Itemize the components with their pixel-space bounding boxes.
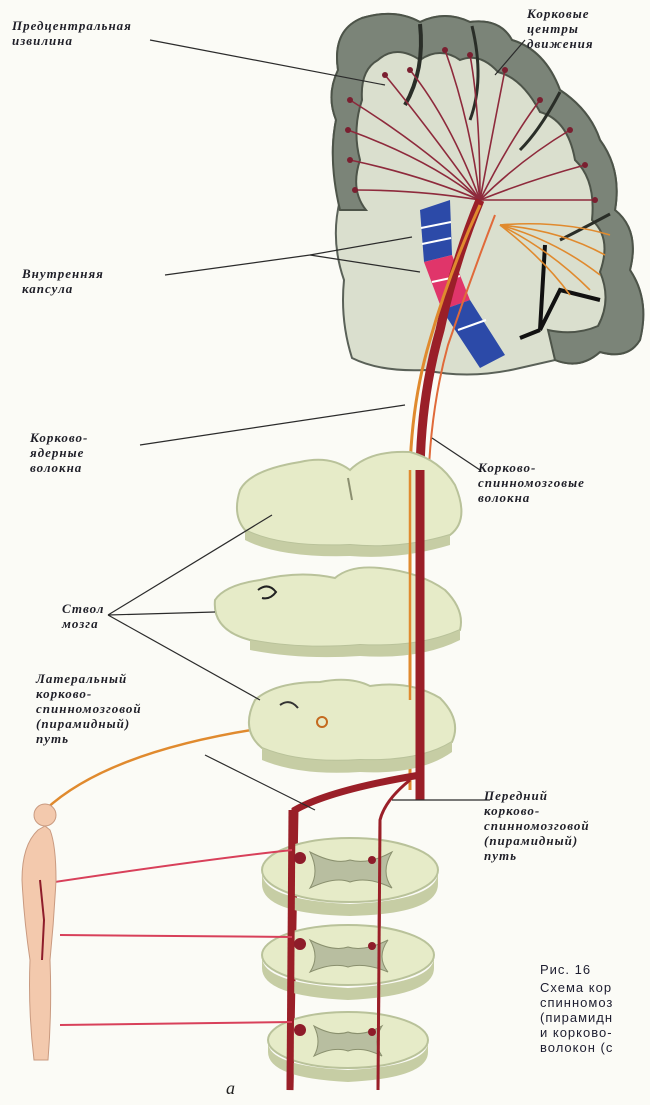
label-motor-centers: Корковые центры движения <box>527 6 594 51</box>
brainstem-section-upper <box>237 452 461 557</box>
label-internal-capsule: Внутренняя капсула <box>22 266 104 296</box>
label-corticospinal-fibers: Корково- спинномозговые волокна <box>478 460 585 505</box>
motor-nerves <box>35 850 292 1025</box>
figure-caption-title: Рис. 16 <box>540 962 591 977</box>
label-lateral-tract: Латеральный корково- спинномозговой (пир… <box>36 671 142 746</box>
label-brainstem: Ствол мозга <box>62 601 104 631</box>
brain-hemisphere <box>331 14 643 375</box>
label-anterior-tract: Передний корково- спинномозговой (пирами… <box>484 788 590 863</box>
body-figure <box>22 804 56 1060</box>
label-corticonuclear-fibers: Корково- ядерные волокна <box>30 430 88 475</box>
panel-letter: а <box>226 1078 235 1099</box>
label-precentral-gyrus: Предцентральная извилина <box>12 18 132 48</box>
figure-caption-body: Схема кор спинномоз (пирамидн и корково-… <box>540 980 613 1055</box>
